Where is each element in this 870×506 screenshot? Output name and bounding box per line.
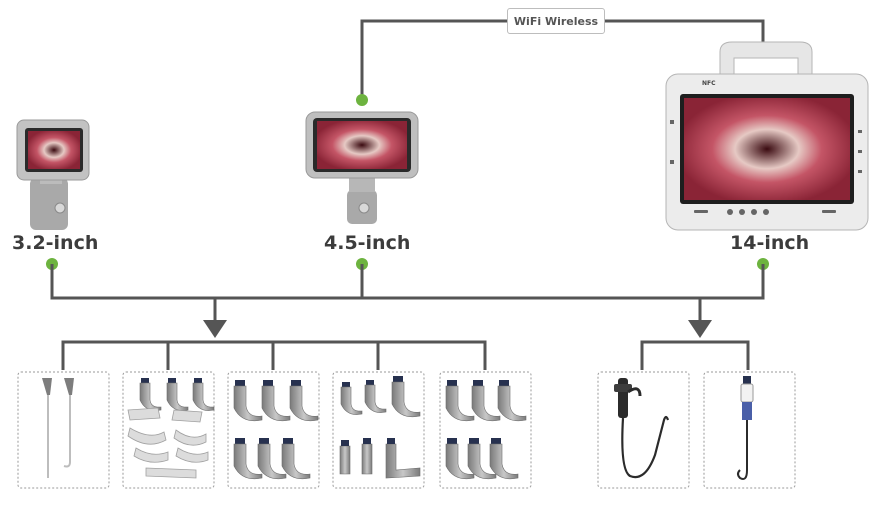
wifi-wireless-label: WiFi Wireless xyxy=(507,8,605,34)
disposable-blade-set xyxy=(127,377,215,479)
endoscope-icon xyxy=(737,376,754,480)
arrow-down-icon xyxy=(203,320,712,338)
stylet-set xyxy=(42,378,74,478)
accessory-boxes xyxy=(17,371,796,489)
device-label-14-inch: 14-inch xyxy=(730,232,810,254)
device-4-5-inch xyxy=(305,111,419,224)
macintosh-blade-set xyxy=(233,379,319,480)
curved-blade-set xyxy=(445,379,527,480)
miller-blade-set xyxy=(339,375,421,479)
endoscope-icon xyxy=(614,378,670,479)
connection-bus xyxy=(50,264,765,370)
device-label-4-5-inch: 4.5-inch xyxy=(324,232,411,254)
monitor-icon xyxy=(28,131,80,169)
device-3-2-inch xyxy=(16,119,90,230)
wifi-link xyxy=(360,19,765,100)
device-label-3-2-inch: 3.2-inch xyxy=(12,232,99,254)
device-14-inch xyxy=(665,41,869,231)
monitor-icon xyxy=(317,121,407,169)
nfc-badge: NFC xyxy=(702,80,716,87)
monitor-icon xyxy=(684,98,850,200)
